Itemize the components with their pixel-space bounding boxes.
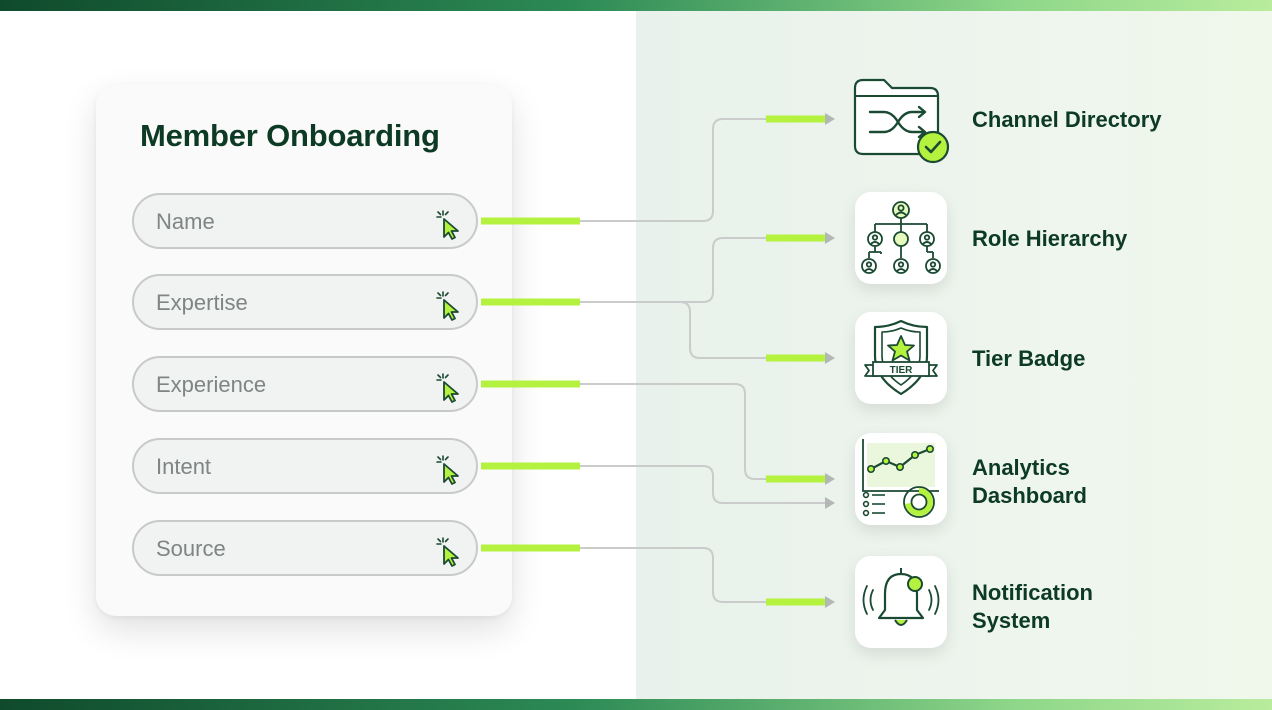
field-label-experience: Experience (156, 372, 267, 397)
field-label-expertise: Expertise (156, 290, 248, 315)
tier-badge-text: TIER (890, 365, 914, 376)
arrowhead-tier-badge (825, 352, 835, 364)
checkmark-badge-icon (916, 130, 950, 164)
arrowhead-channel-directory (825, 113, 835, 125)
arrowhead-analytics-2 (825, 497, 835, 509)
output-label-role-hierarchy: Role Hierarchy (972, 226, 1128, 251)
field-source[interactable]: Source (132, 520, 478, 576)
field-label-source: Source (156, 536, 226, 561)
connector-expertise-to-tier-badge (580, 301, 766, 359)
line-chart-icon (862, 439, 939, 518)
shuffle-folder-icon (853, 78, 950, 164)
output-label-tier-badge: Tier Badge (972, 346, 1086, 371)
bell-icon (862, 568, 940, 626)
connector-intent-to-analytics (580, 465, 826, 504)
output-label-analytics-dashboard: Analytics Dashboard (972, 455, 1087, 508)
field-intent[interactable]: Intent (132, 438, 478, 494)
connector-expertise-to-role-hierarchy (580, 237, 766, 303)
form-title: Member Onboarding (140, 118, 440, 153)
field-label-name: Name (156, 209, 215, 234)
connector-source-to-notification (580, 547, 766, 603)
top-gradient-bar (0, 0, 1272, 11)
click-cursor-icon (436, 291, 459, 321)
click-cursor-icon (436, 373, 459, 403)
click-cursor-icon (436, 210, 459, 240)
arrowhead-role-hierarchy (825, 232, 835, 244)
field-expertise[interactable]: Expertise (132, 274, 478, 330)
arrowhead-analytics-1 (825, 473, 835, 485)
donut-chart-icon (903, 486, 935, 518)
shield-star-icon: TIER (864, 319, 938, 396)
tier-badge-tile: TIER (855, 312, 947, 404)
field-experience[interactable]: Experience (132, 356, 478, 412)
bottom-gradient-bar (0, 699, 1272, 710)
output-panel-background (636, 11, 1272, 699)
role-hierarchy-tile (855, 192, 947, 284)
output-label-notification-system: Notification System (972, 580, 1093, 633)
click-cursor-icon (436, 537, 459, 567)
output-label-channel-directory: Channel Directory (972, 107, 1162, 132)
notification-system-tile (855, 556, 947, 648)
connector-name-to-channel-directory (580, 118, 766, 222)
field-label-intent: Intent (156, 454, 212, 479)
click-cursor-icon (436, 455, 459, 485)
connector-experience-to-analytics (580, 383, 766, 480)
analytics-dashboard-tile (855, 433, 947, 525)
org-chart-icon (861, 201, 941, 274)
field-name[interactable]: Name (132, 193, 478, 249)
arrowhead-notification (825, 596, 835, 608)
